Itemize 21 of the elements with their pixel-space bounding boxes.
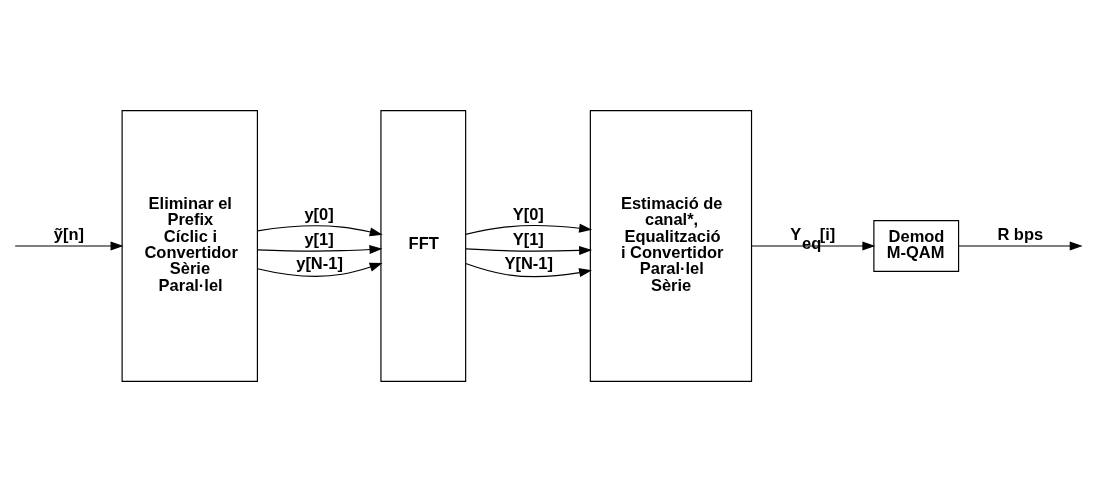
arrow [14, 240, 124, 251]
node-box: Demod M-QAM [873, 219, 960, 272]
arrow [256, 262, 383, 277]
edge-label: Y[N-1] [504, 253, 553, 272]
arrow [465, 262, 593, 277]
node-box: Eliminar el Prefix Cíclic i Convertidor Sèrie Paral·lel [121, 109, 258, 382]
arrow [958, 240, 1083, 251]
node-box: Estimació de canal*, Equalització i Convertidor Paral·lel Sèrie [589, 109, 753, 382]
node-box: FFT [380, 109, 467, 382]
arrow [465, 245, 593, 255]
arrow [465, 223, 593, 235]
edge-label: y[1] [304, 229, 334, 248]
edge-label: y[N-1] [296, 253, 343, 272]
edge-label: Y[1] [512, 229, 544, 248]
arrow [256, 244, 383, 254]
edge-label: Y[0] [512, 204, 544, 223]
arrow [256, 224, 383, 236]
arrow [751, 240, 876, 251]
edge-label: R bps [997, 224, 1044, 243]
edge-label: ỹ[n] [53, 224, 85, 243]
edge-label: y[0] [304, 204, 334, 223]
